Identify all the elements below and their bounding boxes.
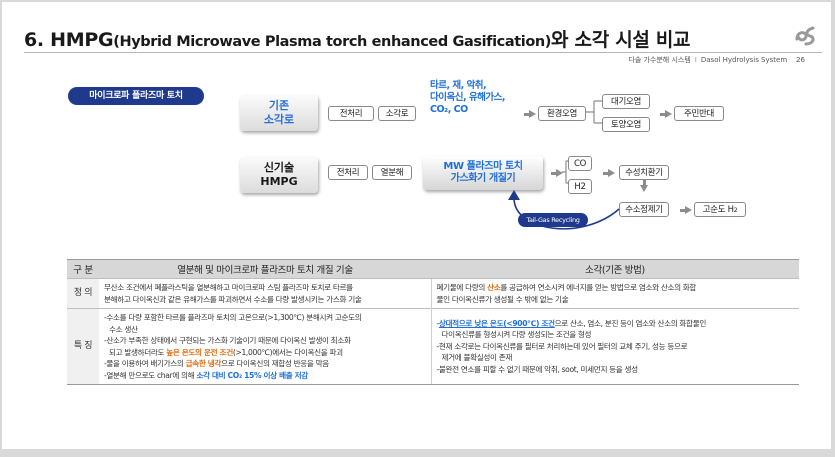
arrow-right-icon (524, 110, 536, 118)
subtitle-korean: 다솔 가수분해 시스템 (628, 56, 691, 64)
definition-incineration-cell: 폐기물에 다량의 산소를 공급하여 연소시켜 에너지를 얻는 방법으로 염소와 … (430, 278, 799, 309)
tail-gas-recycling-label: Tail-Gas Recycling (518, 213, 588, 227)
co-box: CO (568, 156, 592, 171)
features-hmpg-cell: -수소를 다량 포함한 타르를 플라즈마 토치의 고온으로(>1,300℃) 분… (99, 308, 431, 385)
comparison-table: 구 분 열분해 및 마이크로파 플라즈마 토치 개질 기술 소각(기존 방법) … (67, 259, 799, 385)
pyrolysis-box: 열분해 (372, 165, 412, 180)
mw-plasma-reformer-box: MW 플라즈마 토치 가스화기 개질기 (423, 156, 543, 190)
arrow-right-icon (603, 169, 615, 177)
row-label-definition: 정 의 (67, 278, 99, 309)
water-gas-shift-box: 수성치환기 (619, 165, 669, 180)
definition-hmpg-cell: 무산소 조건에서 폐플라스틱을 열분해하고 마이크로파 스팀 플라즈마 토치로 … (99, 278, 431, 309)
features-incineration-cell: -상대적으로 낮은 온도(<900℃) 조건으로 산소, 염소, 분진 등이 염… (430, 308, 799, 385)
table-row: 특 징 -수소를 다량 포함한 타르를 플라즈마 토치의 고온으로(>1,300… (67, 308, 799, 385)
new-label-line1: 신기술 (263, 161, 295, 174)
table-header-hmpg: 열분해 및 마이크로파 플라즈마 토치 개질 기술 (99, 259, 431, 279)
new-pretreatment-box: 전처리 (328, 165, 368, 180)
arrow-right-icon (660, 110, 672, 118)
toxic-emissions-text: 타르, 재, 악취, 다이옥신, 유해가스, CO₂, CO (430, 80, 505, 115)
title-parenthetical: (Hybrid Microwave Plasma torch enhanced … (113, 34, 552, 50)
table-header-category: 구 분 (67, 259, 99, 279)
old-label-line2: 소각로 (263, 113, 295, 126)
bracket-connector-icon (586, 100, 606, 124)
resident-opposition-box: 주민반대 (674, 106, 724, 121)
new-label-line2: HMPG (260, 175, 298, 188)
title-number: 6. HMPG (24, 29, 114, 51)
old-pretreatment-box: 전처리 (328, 106, 374, 121)
row-label-features: 특 징 (67, 308, 99, 385)
page-title: 6. HMPG(Hybrid Microwave Plasma torch en… (24, 25, 691, 52)
tail-gas-loop-arrow-icon (508, 190, 620, 230)
env-pollution-box: 환경오염 (538, 106, 586, 121)
arrow-down-icon (640, 180, 648, 192)
old-label-line1: 기존 (268, 99, 290, 112)
section-label: 마이크로파 플라즈마 토치 (68, 87, 204, 105)
page-number: 26 (796, 56, 805, 64)
mw-line1: MW 플라즈마 토치 (443, 161, 523, 172)
header-divider (24, 52, 822, 53)
bracket-connector-icon (562, 160, 574, 184)
table-header-row: 구 분 열분해 및 마이크로파 플라즈마 토치 개질 기술 소각(기존 방법) (67, 259, 799, 279)
title-tail: 와 소각 시설 비교 (551, 29, 691, 51)
high-purity-h2-box: 고순도 H2 (694, 202, 746, 217)
mw-line2: 가스화기 개질기 (450, 173, 516, 184)
company-logo-icon (795, 26, 815, 46)
slide: 6. HMPG(Hybrid Microwave Plasma torch en… (2, 2, 831, 449)
arrow-right-icon (680, 206, 692, 214)
table-row: 정 의 무산소 조건에서 폐플라스틱을 열분해하고 마이크로파 스팀 플라즈마 … (67, 278, 799, 309)
hydrogen-purifier-box: 수소정제기 (619, 202, 669, 217)
table-header-incineration: 소각(기존 방법) (431, 259, 799, 279)
air-pollution-box: 대기오염 (602, 94, 650, 109)
h2-box: H2 (568, 179, 592, 194)
arrow-right-icon (551, 169, 563, 177)
subtitle-separator: I (694, 56, 697, 64)
soil-pollution-box: 토양오염 (602, 117, 650, 132)
subtitle-english: Dasol Hydrolysis System (700, 56, 788, 64)
old-incinerator-step-box: 소각로 (378, 106, 416, 121)
